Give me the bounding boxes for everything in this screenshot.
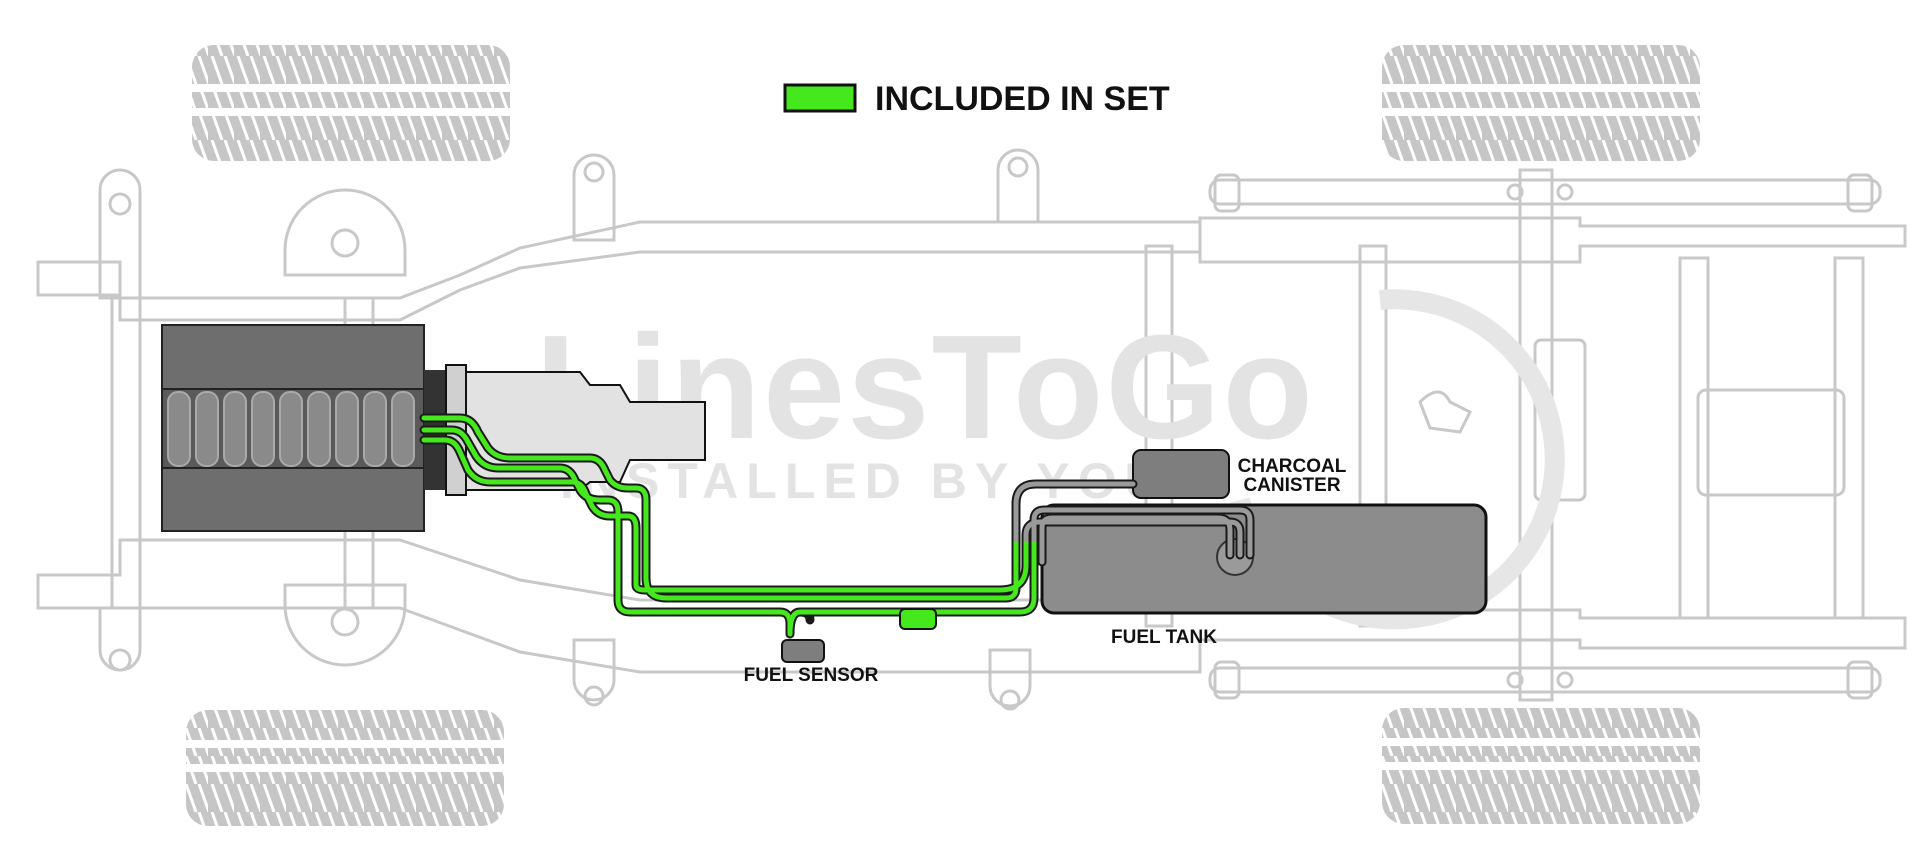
fuel-tank-label: FUEL TANK [1111, 627, 1217, 648]
fuel-lines [419, 413, 1255, 639]
legend: INCLUDED IN SET [783, 80, 1170, 118]
charcoal-canister-label-line2: CANISTER [1243, 475, 1340, 496]
charcoal-canister-label-line1: CHARCOAL [1238, 456, 1347, 477]
charcoal-canister [1132, 449, 1230, 499]
inline-fuel-fitting [899, 608, 937, 630]
engine [161, 324, 446, 532]
tire-rear-right [1382, 708, 1700, 824]
fuel-sensor [781, 639, 825, 663]
vehicle-frame [36, 148, 1907, 711]
tire-rear-left [1382, 45, 1700, 161]
tires [186, 45, 1700, 826]
tire-front-right [186, 710, 504, 826]
fuel-sensor-label: FUEL SENSOR [744, 665, 879, 686]
tire-front-left [192, 45, 510, 161]
engine-cylinder-head [167, 391, 415, 467]
legend-label: INCLUDED IN SET [875, 80, 1170, 118]
legend-swatch [783, 83, 857, 113]
